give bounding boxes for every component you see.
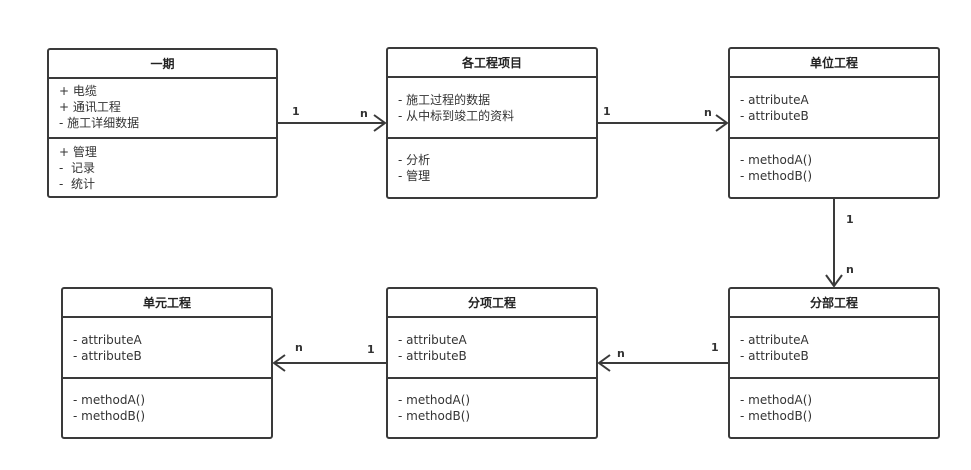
method-item: + 管理 — [59, 145, 97, 159]
method-item: - methodA() — [740, 153, 813, 167]
attribute-item: - attributeA — [740, 333, 809, 347]
class-title: 各工程项目 — [388, 49, 596, 78]
multiplicity-label: 1 — [603, 105, 611, 118]
class-box-division[interactable]: 分部工程 - attributeA - attributeB - methodA… — [728, 287, 940, 439]
class-attributes: - attributeA - attributeB — [730, 318, 938, 379]
multiplicity-label: n — [617, 347, 625, 360]
arrow-head-icon — [825, 274, 843, 288]
attribute-item: - attributeA — [73, 333, 142, 347]
arrow-head-icon — [597, 354, 611, 372]
class-title: 分项工程 — [388, 289, 596, 318]
class-methods: - methodA() - methodB() — [388, 379, 596, 424]
method-item: - methodB() — [740, 409, 813, 423]
method-item: - methodB() — [73, 409, 146, 423]
method-item: - methodA() — [398, 393, 471, 407]
attribute-item: - attributeA — [740, 93, 809, 107]
method-item: - 统计 — [59, 177, 95, 191]
class-box-projects[interactable]: 各工程项目 - 施工过程的数据 - 从中标到竣工的资料 - 分析 - 管理 — [386, 47, 598, 199]
class-attributes: - attributeA - attributeB — [730, 78, 938, 139]
class-attributes: - attributeA - attributeB — [63, 318, 271, 379]
method-item: - 分析 — [398, 153, 431, 167]
method-item: - 管理 — [398, 169, 431, 183]
attribute-item: - attributeB — [740, 349, 809, 363]
attribute-item: - attributeB — [73, 349, 142, 363]
class-title: 单位工程 — [730, 49, 938, 78]
class-title: 一期 — [49, 50, 276, 79]
method-item: - methodA() — [73, 393, 146, 407]
multiplicity-label: n — [360, 107, 368, 120]
class-box-cell[interactable]: 单元工程 - attributeA - attributeB - methodA… — [61, 287, 273, 439]
arrow-head-icon — [715, 114, 729, 132]
class-box-item[interactable]: 分项工程 - attributeA - attributeB - methodA… — [386, 287, 598, 439]
attribute-item: - 从中标到竣工的资料 — [398, 109, 515, 123]
attribute-item: + 电缆 — [59, 84, 97, 98]
multiplicity-label: 1 — [846, 213, 854, 226]
class-title: 分部工程 — [730, 289, 938, 318]
class-methods: - 分析 - 管理 — [388, 139, 596, 184]
class-box-phase1[interactable]: 一期 + 电缆 + 通讯工程 - 施工详细数据 + 管理 - 记录 - 统计 — [47, 48, 278, 198]
class-methods: - methodA() - methodB() — [730, 379, 938, 424]
class-title: 单元工程 — [63, 289, 271, 318]
class-attributes: - 施工过程的数据 - 从中标到竣工的资料 — [388, 78, 596, 139]
multiplicity-label: 1 — [711, 341, 719, 354]
method-item: - 记录 — [59, 161, 95, 175]
method-item: - methodB() — [740, 169, 813, 183]
attribute-item: + 通讯工程 — [59, 100, 121, 114]
multiplicity-label: 1 — [292, 105, 300, 118]
class-attributes: - attributeA - attributeB — [388, 318, 596, 379]
class-attributes: + 电缆 + 通讯工程 - 施工详细数据 — [49, 79, 276, 139]
attribute-item: - attributeB — [740, 109, 809, 123]
attribute-item: - attributeB — [398, 349, 467, 363]
arrow-head-icon — [272, 354, 286, 372]
attribute-item: - 施工过程的数据 — [398, 93, 491, 107]
class-methods: - methodA() - methodB() — [730, 139, 938, 184]
multiplicity-label: n — [846, 263, 854, 276]
multiplicity-label: 1 — [367, 343, 375, 356]
method-item: - methodB() — [398, 409, 471, 423]
multiplicity-label: n — [295, 341, 303, 354]
class-methods: - methodA() - methodB() — [63, 379, 271, 424]
class-methods: + 管理 - 记录 - 统计 — [49, 139, 276, 192]
arrow-head-icon — [373, 114, 387, 132]
multiplicity-label: n — [704, 106, 712, 119]
attribute-item: - attributeA — [398, 333, 467, 347]
class-box-unit[interactable]: 单位工程 - attributeA - attributeB - methodA… — [728, 47, 940, 199]
method-item: - methodA() — [740, 393, 813, 407]
attribute-item: - 施工详细数据 — [59, 116, 140, 130]
